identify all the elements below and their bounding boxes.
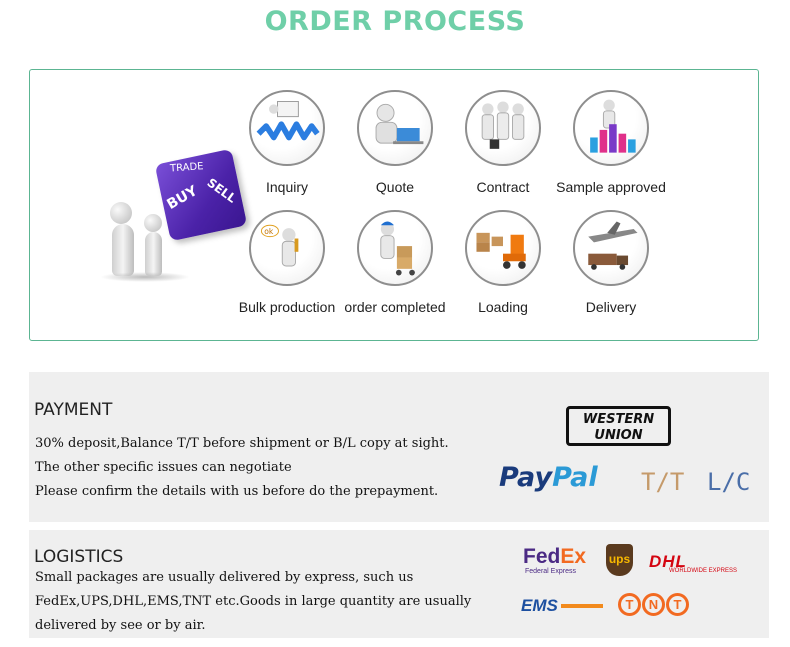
logistics-line-3: delivered by see or by air. <box>35 618 206 633</box>
bulk-production-icon: ok <box>249 210 325 286</box>
page-title: ORDER PROCESS <box>264 6 526 37</box>
loading-icon <box>465 210 541 286</box>
payment-line-1: 30% deposit,Balance T/T before shipment … <box>35 436 449 451</box>
order-process-panel: TRADE BUY SELL Inquiry <box>29 69 759 341</box>
fedex-subtitle: Federal Express <box>525 568 576 575</box>
payment-section: PAYMENT 30% deposit,Balance T/T before s… <box>29 372 769 522</box>
trade-figures-illustration: TRADE BUY SELL <box>100 148 250 282</box>
logistics-section: LOGISTICS Small packages are usually del… <box>29 530 769 638</box>
sample-approved-icon <box>573 90 649 166</box>
ups-logo: ups <box>606 544 633 576</box>
step-inquiry: Inquiry <box>227 90 347 196</box>
step-bulk-production: ok Bulk production <box>227 210 347 316</box>
tnt-logo: T N T <box>618 593 689 616</box>
step-contract: Contract <box>443 90 563 196</box>
step-delivery: Delivery <box>551 210 671 316</box>
logistics-title: LOGISTICS <box>34 547 124 567</box>
person-figure-large <box>106 202 146 282</box>
logistics-line-1: Small packages are usually delivered by … <box>35 570 414 585</box>
person-figure-small <box>140 214 170 278</box>
quote-icon <box>357 90 433 166</box>
step-label-inquiry: Inquiry <box>265 179 309 195</box>
step-label-sample-approved: Sample approved <box>556 179 666 195</box>
western-union-logo: WESTERN UNION <box>566 406 671 446</box>
lc-logo: L/C <box>707 468 751 496</box>
ems-logo-stripe <box>561 604 603 608</box>
fedex-logo: FedEx <box>523 545 587 568</box>
payment-line-2: The other specific issues can negotiate <box>35 460 292 475</box>
dhl-subtitle: WORLDWIDE EXPRESS <box>669 568 738 574</box>
step-label-quote: Quote <box>375 179 415 195</box>
dice-text-trade: TRADE <box>169 161 204 175</box>
svg-text:ok: ok <box>264 227 274 236</box>
step-label-contract: Contract <box>476 179 530 195</box>
payment-line-3: Please confirm the details with us befor… <box>35 484 439 499</box>
step-sample-approved: Sample approved <box>551 90 671 196</box>
step-label-delivery: Delivery <box>585 299 637 315</box>
step-quote: Quote <box>335 90 455 196</box>
dice-text-buy: BUY <box>164 182 201 213</box>
tt-logo: T/T <box>641 468 685 496</box>
step-order-completed: order completed <box>335 210 455 316</box>
payment-title: PAYMENT <box>34 400 113 420</box>
step-label-loading: Loading <box>478 299 528 315</box>
dhl-logo: DHL <box>649 552 687 571</box>
paypal-logo: PayPal <box>499 462 598 493</box>
ems-logo: EMS <box>521 596 558 615</box>
step-label-bulk-production: Bulk production <box>238 299 336 315</box>
inquiry-icon <box>249 90 325 166</box>
delivery-icon <box>573 210 649 286</box>
step-label-order-completed: order completed <box>344 299 446 315</box>
logistics-line-2: FedEx,UPS,DHL,EMS,TNT etc.Goods in large… <box>35 594 472 609</box>
step-loading: Loading <box>443 210 563 316</box>
contract-icon <box>465 90 541 166</box>
order-completed-icon <box>357 210 433 286</box>
